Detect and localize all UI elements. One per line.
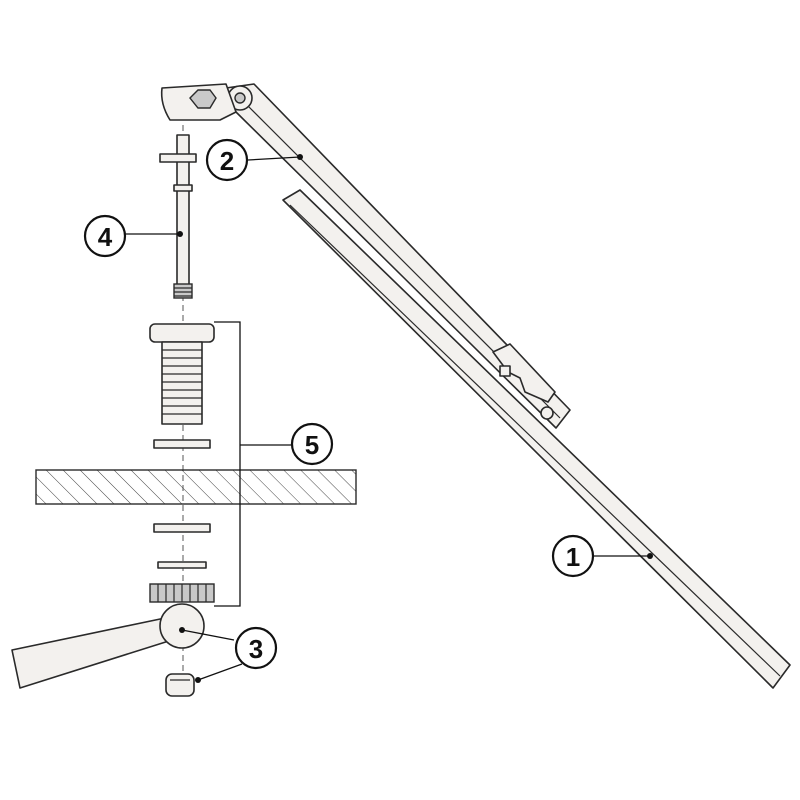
callout-5-label: 5 [305,430,319,460]
part-5-assembly [35,321,357,607]
callout-1-label: 1 [566,542,580,572]
callout-2-label: 2 [220,146,234,176]
callout-3-label: 3 [249,634,263,664]
callout-4: 4 [83,214,127,258]
part-4-pin [159,134,197,299]
callout-2: 2 [205,138,249,182]
part-1-rail [282,189,791,689]
callout-5: 5 [290,422,334,466]
part-3-handle [11,603,205,697]
callout-4-label: 4 [98,222,113,252]
mount-surface [35,469,357,505]
callout-3: 3 [234,626,278,670]
part-2-arm [160,83,571,429]
callout-1: 1 [551,534,595,578]
